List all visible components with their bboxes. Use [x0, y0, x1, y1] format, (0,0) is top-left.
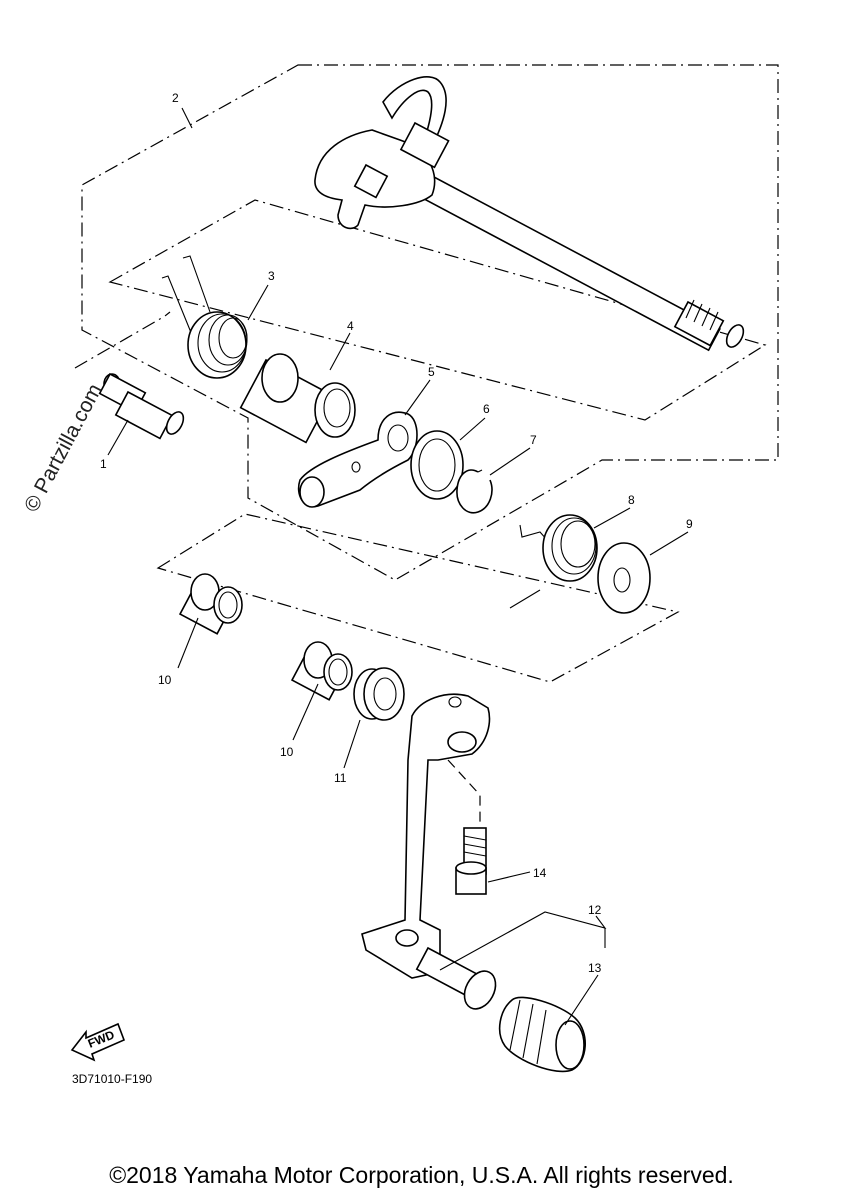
needle-bearing-1 [178, 573, 243, 635]
callout-10a: 10 [158, 673, 172, 687]
callout-14: 14 [533, 866, 547, 880]
needle-bearing-2 [290, 641, 353, 701]
shift-arm-lever [297, 411, 418, 508]
pedal-rubber [498, 996, 586, 1073]
callout-8: 8 [628, 493, 635, 507]
copyright-notice: ©2018 Yamaha Motor Corporation, U.S.A. A… [109, 1162, 734, 1188]
callout-1: 1 [100, 457, 107, 471]
shaft-parts-outline [108, 199, 767, 421]
return-spring [161, 255, 248, 379]
bolt-guide-outline [74, 311, 171, 369]
callout-11: 11 [334, 771, 347, 785]
leader-lines [107, 107, 689, 1026]
shift-pedal [361, 693, 497, 1010]
circlip [456, 469, 493, 514]
lower-parts-outline [156, 513, 680, 683]
collar [239, 353, 356, 444]
callout-6: 6 [483, 402, 490, 416]
callout-5: 5 [428, 365, 435, 379]
shift-shaft-assembly-outline [81, 64, 779, 581]
fwd-arrow-icon: FWD [70, 1022, 126, 1062]
callout-12: 12 [588, 903, 602, 917]
callout-9: 9 [686, 517, 693, 531]
pedal-bolt [447, 759, 487, 895]
callout-13: 13 [588, 961, 602, 975]
torsion-spring [509, 514, 598, 609]
washer [410, 430, 464, 500]
callout-2: 2 [172, 91, 179, 105]
stopper-bolt [98, 372, 185, 440]
callout-4: 4 [347, 319, 354, 333]
plain-washer [597, 542, 651, 614]
shift-shaft [314, 76, 745, 352]
diagram-code: 3D71010-F190 [72, 1072, 153, 1086]
callout-3: 3 [268, 269, 275, 283]
oil-seal [353, 667, 405, 721]
callout-7: 7 [530, 433, 537, 447]
callout-10b: 10 [280, 745, 294, 759]
